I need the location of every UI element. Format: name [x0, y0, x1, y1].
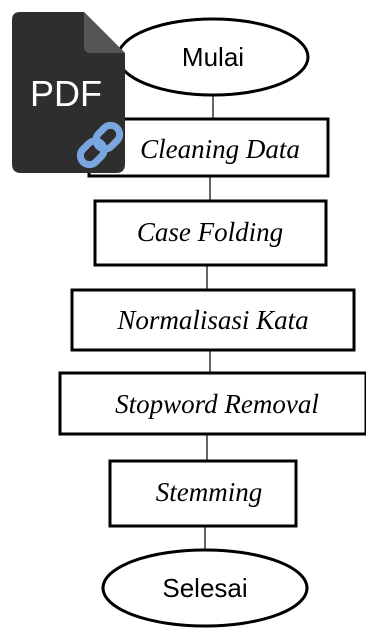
step-case-folding-label: Case Folding	[137, 217, 283, 247]
step-stemming-label: Stemming	[156, 477, 262, 507]
end-label: Selesai	[162, 573, 247, 603]
link-chain-icon	[76, 121, 124, 169]
step-case-folding	[93, 199, 328, 267]
step-cleaning-data-label: Cleaning Data	[140, 134, 300, 164]
pdf-file-link-icon[interactable]: PDF	[0, 0, 130, 176]
end-terminal	[101, 548, 309, 628]
step-normalisasi-kata	[70, 288, 356, 352]
pdf-file-fold	[84, 12, 125, 53]
step-normalisasi-kata-label: Normalisasi Kata	[116, 305, 308, 335]
step-cleaning-data	[87, 117, 330, 178]
pdf-label: PDF	[30, 73, 102, 114]
step-stopword-removal-label: Stopword Removal	[115, 389, 319, 419]
step-stopword-removal	[58, 371, 366, 436]
start-label: Mulai	[182, 42, 244, 72]
step-stemming	[108, 459, 298, 528]
